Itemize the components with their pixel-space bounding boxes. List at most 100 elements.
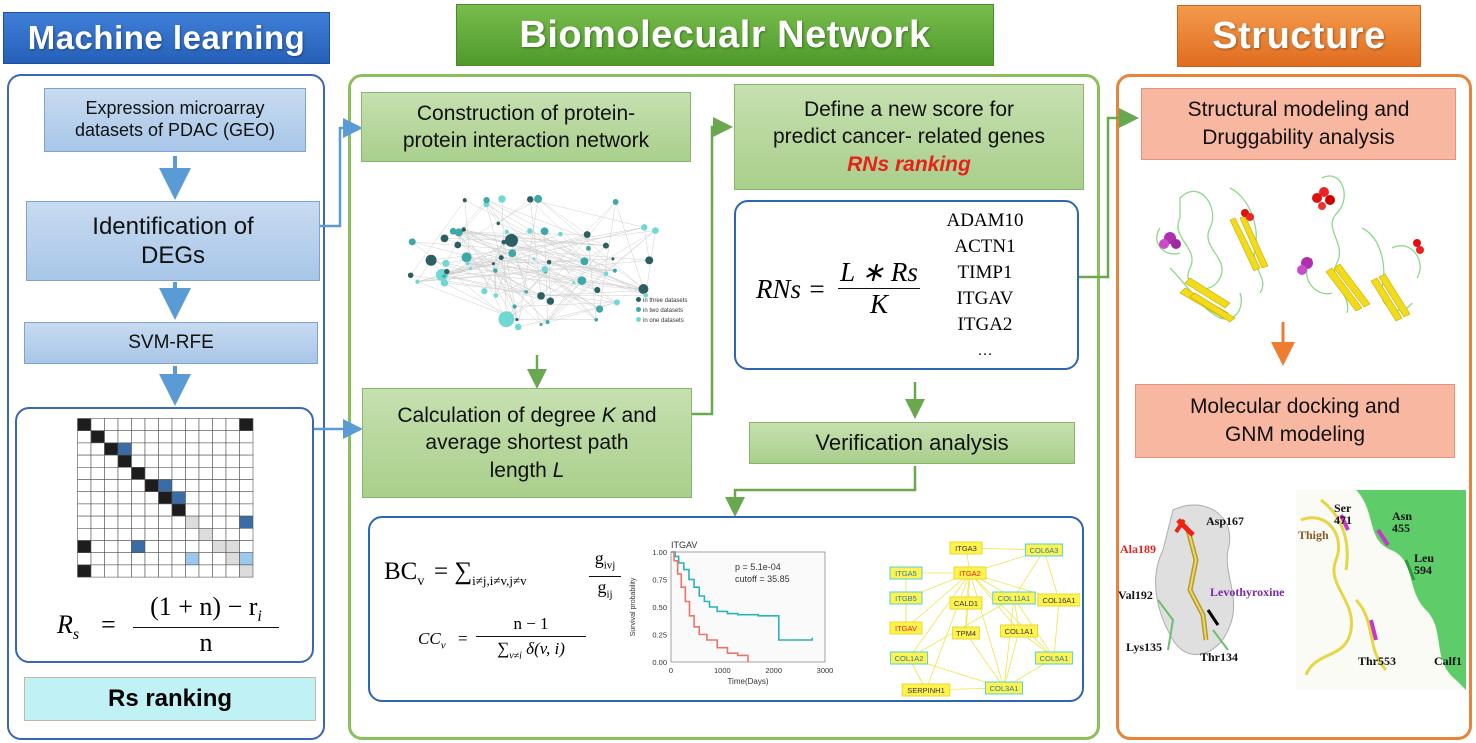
matrix-cell: [77, 442, 92, 456]
matrix-cell: [185, 418, 200, 431]
docking-pose-left: Asp167 Ala189 Val192 Levothyroxine Lys13…: [1118, 490, 1290, 690]
rs-matrix-box: Rs = (1 + n) − ri n: [15, 407, 314, 663]
rs-numerator-text: (1 + n) − r: [150, 592, 258, 621]
legend-item: in two datasets: [636, 306, 687, 316]
calc-text: length: [489, 458, 553, 482]
matrix-cell: [185, 540, 200, 553]
ppi-node: [638, 284, 649, 294]
residue-label: Asp167: [1206, 514, 1245, 528]
calc-line-3: length L: [490, 457, 565, 484]
matrix-cell: [171, 491, 186, 505]
ppi-node: [498, 255, 504, 261]
gene-item: …: [977, 343, 993, 359]
ppi-node: [449, 227, 457, 235]
subnet-node-label: COL5A1: [1040, 654, 1069, 663]
km-xtick: 3000: [817, 666, 834, 675]
rns-formula: RNs = L ∗ Rs K: [756, 257, 926, 327]
matrix-cell: [158, 540, 173, 553]
ppi-node: [493, 293, 499, 298]
matrix-cell: [185, 454, 200, 468]
matrix-cell: [104, 454, 119, 468]
bc-den-sub: ij: [606, 588, 613, 601]
km-xtick: 0: [669, 666, 673, 675]
matrix-cell: [171, 454, 186, 468]
domain-label: Thigh: [1298, 528, 1329, 542]
matrix-cell: [239, 479, 254, 492]
rns-formula-box: RNs = L ∗ Rs K ADAM10 ACTN1 TIMP1 ITGAV …: [734, 200, 1079, 370]
matrix-cell: [104, 528, 119, 541]
cc-den-sum: ∑: [497, 639, 510, 658]
bc-den-text: g: [597, 576, 607, 597]
km-pvalue: p = 5.1e-04: [735, 562, 781, 572]
ppi-node: [504, 229, 509, 234]
matrix-cell: [158, 418, 173, 431]
score-line-1: Define a new score for: [803, 98, 1015, 122]
matrix-cell: [225, 479, 240, 492]
matrix-cell: [131, 503, 146, 517]
rs-symbol: R: [57, 610, 73, 639]
verification-label: Verification analysis: [815, 429, 1009, 455]
matrix-cell: [171, 430, 186, 444]
bc-formula: BCv = ∑i≠j,i≠v,j≠v givj gij: [384, 548, 624, 600]
matrix-cell: [212, 442, 227, 456]
matrix-cell: [212, 430, 227, 444]
km-curve-low: [671, 551, 813, 641]
matrix-cell: [90, 552, 105, 566]
ppi-node: [614, 299, 620, 306]
matrix-cell: [131, 466, 146, 480]
matrix-cell: [77, 528, 92, 541]
bc-num-sub: ivj: [603, 559, 616, 572]
calc-l: L: [552, 458, 565, 482]
matrix-cell: [104, 540, 119, 553]
matrix-cell: [117, 503, 132, 517]
ppi-node: [444, 268, 450, 275]
km-ytick: 0.50: [652, 603, 667, 612]
deg-identification-box: Identification of DEGs: [26, 201, 320, 281]
matrix-cell: [144, 454, 159, 468]
matrix-cell: [171, 552, 186, 566]
rs-subscript: s: [72, 626, 80, 644]
deg-line-2: DEGs: [140, 242, 205, 269]
matrix-cell: [185, 528, 200, 541]
matrix-cell: [239, 515, 254, 529]
modeling-line-2: Druggability analysis: [1202, 126, 1395, 149]
expression-datasets-box: Expression microarray datasets of PDAC (…: [44, 88, 306, 152]
matrix-cell: [104, 515, 119, 529]
matrix-cell: [212, 418, 227, 431]
matrix-cell: [117, 418, 132, 431]
matrix-cell: [239, 503, 254, 517]
matrix-cell: [198, 528, 213, 541]
matrix-cell: [144, 442, 159, 456]
matrix-cell: [239, 540, 254, 553]
matrix-cell: [144, 491, 159, 505]
ppi-node: [645, 256, 654, 265]
matrix-cell: [171, 479, 186, 492]
ppi-node: [454, 241, 462, 249]
cc-formula: CCv = n − 1 ∑v≠i δ(v, i): [418, 612, 598, 666]
subnet-node: [992, 591, 1036, 605]
matrix-cell: [212, 564, 227, 578]
bc-num-text: g: [594, 548, 604, 568]
matrix-cell: [225, 454, 240, 468]
matrix-cell: [239, 564, 254, 578]
matrix-cell: [225, 418, 240, 431]
matrix-cell: [131, 528, 146, 541]
subnet-node: [1034, 651, 1074, 665]
subnet-node-label: COL1A1: [1005, 627, 1034, 636]
ppi-node: [526, 196, 534, 203]
matrix-cell: [185, 515, 200, 529]
subnet-node-label: COL3A1: [990, 684, 1019, 693]
matrix-cell: [77, 454, 92, 468]
rs-ranking-label: Rs ranking: [107, 685, 233, 712]
matrix-cell: [131, 479, 146, 492]
subnet-node: [949, 596, 983, 610]
score-line-2: predict cancer- related genes: [773, 125, 1045, 149]
ppi-node: [545, 320, 550, 325]
bc-sum: = ∑: [434, 558, 473, 585]
matrix-cell: [131, 515, 146, 529]
subnet-node: [999, 624, 1039, 638]
matrix-cell: [171, 540, 186, 553]
ppi-node: [481, 288, 488, 295]
matrix-cell: [185, 491, 200, 505]
subnet-node-label: ITGA5: [895, 569, 917, 578]
